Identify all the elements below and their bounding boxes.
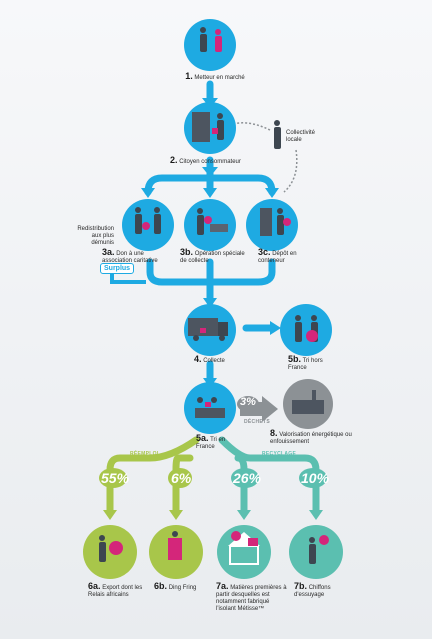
- node-3b-label: 3b. Opération spéciale de collecte: [180, 247, 245, 265]
- surplus-badge: Surplus: [100, 263, 135, 274]
- green-arrow-heads: [103, 510, 183, 520]
- node-6a-label: 6a. Export dont les Relais africains: [88, 581, 143, 599]
- recyclage-label: RECYCLAGE: [262, 451, 297, 457]
- dechets-label: DÉCHETS: [244, 419, 270, 425]
- node-8-label: 8. Valorisation énergétique ou enfouisse…: [270, 428, 352, 446]
- figure-illustrations: [99, 27, 329, 565]
- node-1-label: 1. Metteur en marché: [185, 71, 245, 82]
- surplus-arrow: [110, 270, 146, 284]
- node-3c-label: 3c. Dépôt en conteneur: [258, 247, 297, 265]
- pct-matieres: 26%: [233, 470, 262, 486]
- node-7a-label: 7a. Matières premières à partir desquell…: [216, 581, 287, 613]
- collectivite-dashed-arrow-2: [283, 149, 298, 193]
- pct-dingfring: 6%: [171, 470, 192, 486]
- node-5b-label: 5b. Tri hors France: [288, 354, 323, 372]
- node-6b-label: 6b. Ding Fring: [154, 581, 197, 592]
- pct-bubble-export: [99, 468, 127, 488]
- node-3a-label: 3a. Don à une association caritative: [102, 247, 158, 265]
- node-5a-label: 5a. Tri en France: [196, 433, 226, 451]
- pct-export: 55%: [101, 470, 130, 486]
- redistribution-label: Redistribution aux plus démunis: [77, 226, 114, 246]
- node-2-label: 2. Citoyen consommateur: [170, 155, 241, 166]
- pct-bubble-dechets: [237, 396, 259, 412]
- pct-bubble-chiffons: [299, 468, 327, 488]
- pct-chiffons: 10%: [301, 470, 330, 486]
- pct-dechets: 3%: [240, 396, 256, 408]
- blue-arrow-heads: [141, 98, 281, 388]
- node-4-label: 4. Collecte: [194, 354, 225, 365]
- blue-flow-arrows: [144, 80, 276, 386]
- pct-bubble-dingfring: [168, 468, 192, 488]
- teal-arrow-heads: [237, 510, 323, 520]
- reemploi-label: RÉEMPLOI: [130, 451, 159, 457]
- pct-bubble-matieres: [231, 468, 259, 488]
- collectivite-label: Collectivité locale: [286, 130, 316, 143]
- node-7b-label: 7b. Chiffons d'essuyage: [294, 581, 331, 599]
